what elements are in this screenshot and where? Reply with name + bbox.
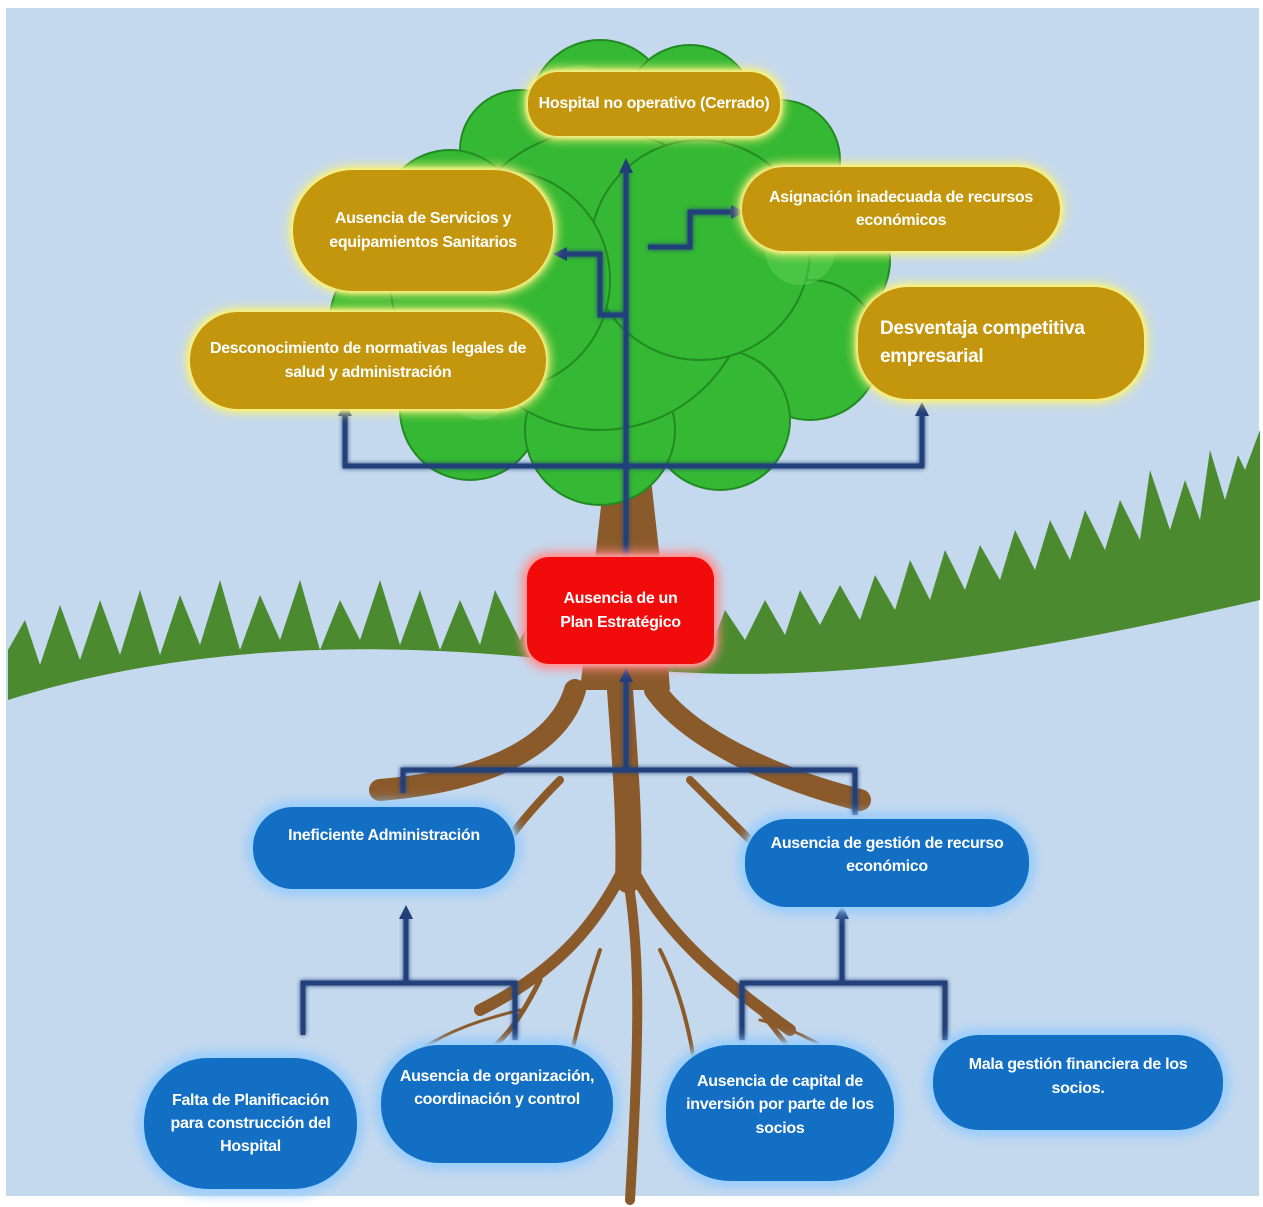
effect-competitive-disadvantage-label: Desventaja competitiva empresarial: [880, 318, 1085, 367]
core-problem-label: Ausencia de un Plan Estratégico: [560, 590, 681, 631]
effect-missing-services-label: Ausencia de Servicios y equipamientos Sa…: [329, 210, 517, 251]
cause-lack-of-capital-label: Ausencia de capital de inversión por par…: [686, 1073, 874, 1137]
core-problem: Ausencia de un Plan Estratégico: [527, 557, 714, 664]
effect-missing-services: Ausencia de Servicios y equipamientos Sa…: [293, 170, 553, 291]
effect-regulations-unknown: Desconocimiento de normativas legales de…: [190, 312, 546, 409]
connector-lines: [300, 170, 948, 1040]
effect-competitive-disadvantage: Desventaja competitiva empresarial: [858, 287, 1144, 399]
grass-ground: [8, 430, 1260, 700]
cause-lack-of-organization-label: Ausencia de organización, coordinación y…: [399, 1067, 595, 1108]
connector-arrowheads: [338, 158, 929, 919]
cause-lack-of-organization: Ausencia de organización, coordinación y…: [381, 1045, 613, 1163]
effect-hospital-closed: Hospital no operativo (Cerrado): [528, 72, 780, 136]
effect-regulations-unknown-label: Desconocimiento de normativas legales de…: [209, 340, 527, 381]
cause-economic-management: Ausencia de gestión de recurso económico: [745, 819, 1029, 907]
cause-inefficient-administration: Ineficiente Administración: [253, 807, 515, 889]
cause-lack-of-planning-label: Falta de Planificación para construcción…: [170, 1091, 331, 1156]
cause-poor-financial-management: Mala gestión financiera de los socios.: [933, 1035, 1223, 1130]
cause-poor-financial-management-label: Mala gestión financiera de los socios.: [968, 1056, 1188, 1097]
effect-inadequate-resources-label: Asignación inadecuada de recursos económ…: [769, 188, 1033, 229]
effect-hospital-closed-label: Hospital no operativo (Cerrado): [538, 95, 770, 113]
cause-economic-management-label: Ausencia de gestión de recurso económico: [770, 834, 1004, 875]
effect-inadequate-resources: Asignación inadecuada de recursos económ…: [742, 167, 1060, 251]
cause-inefficient-administration-label: Ineficiente Administración: [288, 827, 480, 845]
cause-lack-of-planning: Falta de Planificación para construcción…: [144, 1058, 357, 1189]
cause-lack-of-capital: Ausencia de capital de inversión por par…: [666, 1045, 894, 1181]
